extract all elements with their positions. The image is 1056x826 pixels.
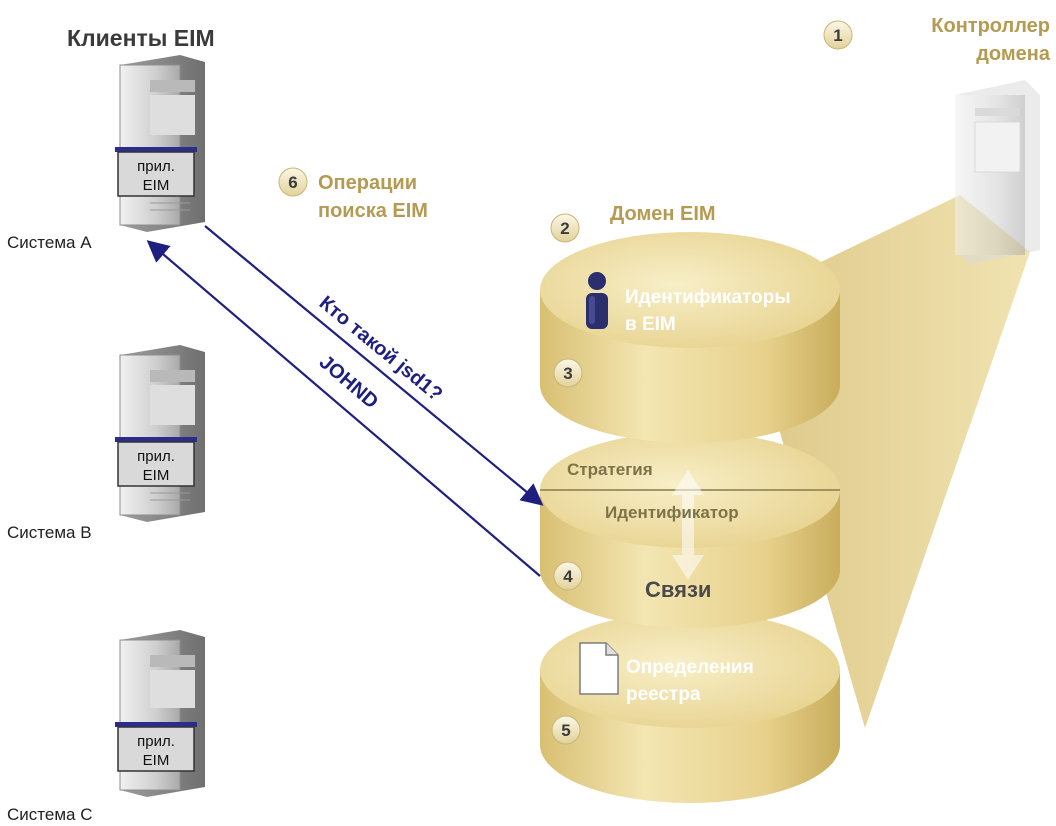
server-icon-system-a (115, 55, 205, 232)
domain-controller-line2: домена (976, 43, 1051, 65)
system-b-app-line1: прил. (137, 448, 175, 465)
links-label: Связи (645, 577, 711, 602)
request-label: Кто такой jsd1? (315, 292, 447, 406)
lookup-line1: Операции (318, 172, 417, 194)
system-c-label: Система C (7, 805, 92, 824)
system-c-app-line1: прил. (137, 733, 175, 750)
server-icon-system-c (115, 630, 205, 797)
badge-2: 2 (550, 213, 580, 243)
clients-title: Клиенты EIM (67, 25, 215, 51)
identifiers-line2: в EIM (625, 314, 676, 335)
request-arrow (204, 225, 544, 506)
person-icon (586, 272, 608, 329)
identifiers-cylinder (540, 232, 840, 443)
badge-3: 3 (553, 358, 583, 388)
system-a-app-line2: EIM (143, 177, 170, 194)
identifiers-line1: Идентификаторы (625, 287, 791, 308)
svg-text:3: 3 (563, 364, 572, 383)
domain-controller-server-icon (955, 80, 1040, 265)
badge-6: 6 (278, 167, 308, 197)
system-b-label: Система B (7, 523, 92, 542)
svg-text:5: 5 (561, 721, 570, 740)
registry-line1: Определения (626, 657, 754, 678)
system-b-app-line2: EIM (143, 467, 170, 484)
system-a-app-line1: прил. (137, 158, 175, 175)
svg-text:2: 2 (560, 219, 569, 238)
system-a-label: Система A (7, 233, 92, 252)
response-arrow (146, 240, 541, 577)
registry-line2: реестра (626, 684, 701, 705)
system-c-app-line2: EIM (143, 752, 170, 769)
association-double-arrow (672, 470, 704, 580)
response-label: JOHND (315, 351, 383, 413)
domain-label: Домен EIM (610, 203, 716, 225)
svg-text:6: 6 (288, 173, 297, 192)
registry-cylinder (540, 612, 840, 803)
identifier-label: Идентификатор (605, 503, 739, 522)
badge-4: 4 (553, 561, 583, 591)
server-icon-system-b (115, 345, 205, 522)
lookup-line2: поиска EIM (318, 200, 428, 222)
policy-label: Стратегия (567, 460, 653, 479)
document-icon (579, 642, 619, 695)
badge-5: 5 (551, 715, 581, 745)
svg-text:1: 1 (833, 26, 842, 45)
domain-controller-line1: Контроллер (931, 15, 1050, 37)
svg-text:4: 4 (563, 567, 573, 586)
badge-1: 1 (823, 20, 853, 50)
